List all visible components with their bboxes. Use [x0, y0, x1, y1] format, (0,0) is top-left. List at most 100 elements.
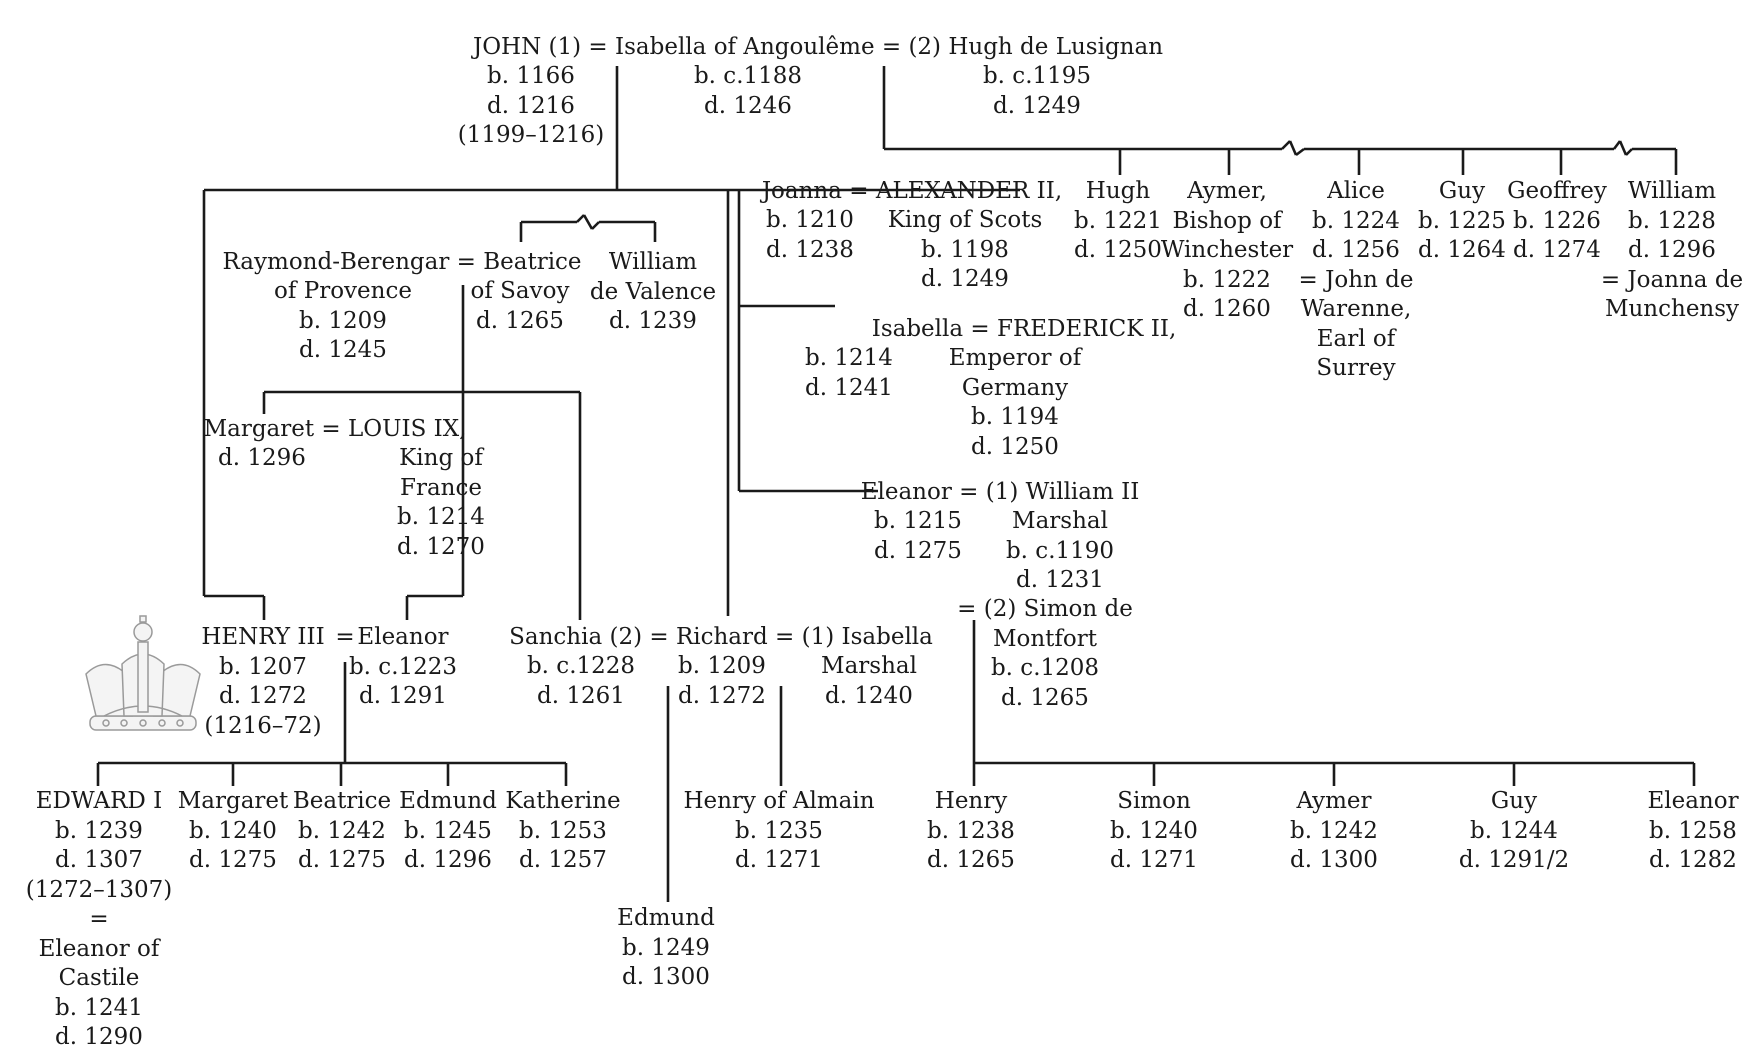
connector-line — [582, 214, 594, 230]
person-label-line: d. 1270 — [397, 533, 485, 560]
person-hugh-lusignan-dates: b. c.1195 d. 1249 — [983, 62, 1091, 121]
connector-line — [1625, 148, 1633, 156]
person-label-line: d. 1272 — [219, 683, 307, 709]
person-raymond: Raymond-Berengar = Beatrice — [222, 248, 581, 278]
person-label-line: = (2) Simon de — [957, 596, 1133, 622]
person-label-line: b. 1241 — [55, 994, 143, 1021]
person-label-line: b. 1242 — [1290, 817, 1378, 844]
person-john: JOHN (1) = Isabella of Angoulême = (2) H… — [473, 33, 1163, 63]
person-label-line: Sanchia (2) = Richard = (1) Isabella — [509, 624, 933, 650]
person-label-line: b. 1253 — [519, 817, 607, 844]
person-joanna-dates: b. 1210 d. 1238 — [766, 206, 854, 265]
person-label-line: d. 1265 — [476, 307, 564, 334]
person-label-line: b. c.1195 — [982, 63, 1092, 89]
person-label-line: Emperor of — [948, 345, 1082, 371]
person-label-line: d. 1307 — [55, 847, 143, 873]
person-label-line: b. 1198 — [921, 236, 1009, 263]
person-label-line: d. 1245 — [299, 337, 387, 363]
person-label-line: Warenne, — [1300, 296, 1412, 322]
person-label-line: d. 1290 — [55, 1024, 143, 1050]
person-label-line: d. 1271 — [1110, 847, 1198, 873]
person-label-line: Castile — [58, 965, 140, 991]
connector-line — [591, 221, 600, 230]
person-sanchia: Sanchia (2) = Richard = (1) Isabella — [509, 623, 933, 653]
person-label-line: d. 1249 — [993, 92, 1081, 119]
person-joanna: Joanna = ALEXANDER II, — [762, 177, 1062, 207]
person-label-line: d. 1238 — [766, 236, 854, 263]
person-label-line: Bishop of — [1172, 207, 1282, 234]
person-label-line: b. 1240 — [189, 817, 277, 844]
person-label-line: d. 1265 — [927, 847, 1015, 873]
person-label-line: b. c.1223 — [348, 653, 458, 680]
person-label-line: EDWARD I — [35, 788, 163, 814]
person-label-line: Eleanor — [357, 624, 449, 650]
person-margaret-louis: Margaret = LOUIS IX, — [204, 415, 467, 445]
person-label-line: b. 1245 — [404, 817, 492, 844]
person-label-line: of Savoy — [470, 278, 570, 304]
person-label-line: Joanna = ALEXANDER II, — [761, 178, 1063, 204]
person-label-line: d. 1265 — [1001, 684, 1089, 711]
connector-line — [1288, 140, 1298, 156]
person-label-line: William — [1627, 178, 1717, 204]
person-label-line: Henry of Almain — [683, 788, 875, 814]
person-label-line: b. 1209 — [299, 307, 387, 334]
person-label-line: Geoffrey — [1507, 178, 1607, 204]
person-label-line: d. 1250 — [1074, 237, 1162, 263]
person-label-line: Marshal — [1012, 508, 1108, 534]
person-label-line: b. 1210 — [766, 207, 854, 233]
person-label-line: d. 1291 — [359, 683, 447, 709]
person-label-line: Henry — [934, 788, 1008, 814]
person-label-line: b. 1194 — [971, 404, 1059, 430]
person-label-line: d. 1300 — [622, 964, 710, 990]
person-label-line: Winchester — [1160, 237, 1294, 263]
person-label-line: Margaret = LOUIS IX, — [203, 416, 467, 442]
person-label-line: d. 1260 — [1183, 296, 1271, 322]
person-label-line: b. 1214 — [805, 345, 893, 371]
person-label-line: d. 1300 — [1290, 847, 1378, 873]
person-label-line: d. 1296 — [218, 445, 306, 471]
person-label-line: Guy — [1490, 788, 1538, 814]
person-label-line: Eleanor = (1) William II — [860, 479, 1140, 505]
person-label-line: (1216–72) — [204, 712, 322, 739]
person-label-line: Margaret — [177, 788, 289, 814]
person-label-line: Simon — [1117, 788, 1191, 814]
person-label-line: JOHN (1) = Isabella of Angoulême = (2) H… — [472, 34, 1164, 60]
connector-line — [1281, 140, 1291, 150]
crown-icon — [85, 615, 201, 731]
person-label-line: Alice — [1327, 178, 1385, 204]
person-label-line: Beatrice — [292, 788, 392, 814]
person-label-line: Eleanor — [1647, 788, 1739, 814]
person-label-line: b. 1209 — [678, 653, 766, 679]
person-label-line: Aymer — [1296, 788, 1372, 814]
person-label-line: b. 1166 — [487, 63, 575, 89]
person-label-line: de Valence — [589, 278, 717, 305]
person-label-line: d. 1246 — [704, 92, 792, 119]
person-label-line: HENRY III — [201, 624, 325, 650]
person-label-line: King of Scots — [887, 207, 1043, 233]
person-label-line: King of — [399, 445, 483, 471]
person-aymer-m: Aymer b. 1242 d. 1300 — [1290, 787, 1378, 876]
person-label-line: (1272–1307) — [25, 876, 173, 903]
person-eleanor-provence: Eleanor b. c.1223 d. 1291 — [349, 623, 457, 712]
person-label-line: b. c.1190 — [1005, 537, 1115, 564]
person-label-line: d. 1216 — [487, 92, 575, 119]
connector-line — [576, 214, 585, 223]
person-label-line: Hugh — [1085, 178, 1151, 204]
person-label-line: Isabella = FREDERICK II, — [871, 316, 1177, 342]
